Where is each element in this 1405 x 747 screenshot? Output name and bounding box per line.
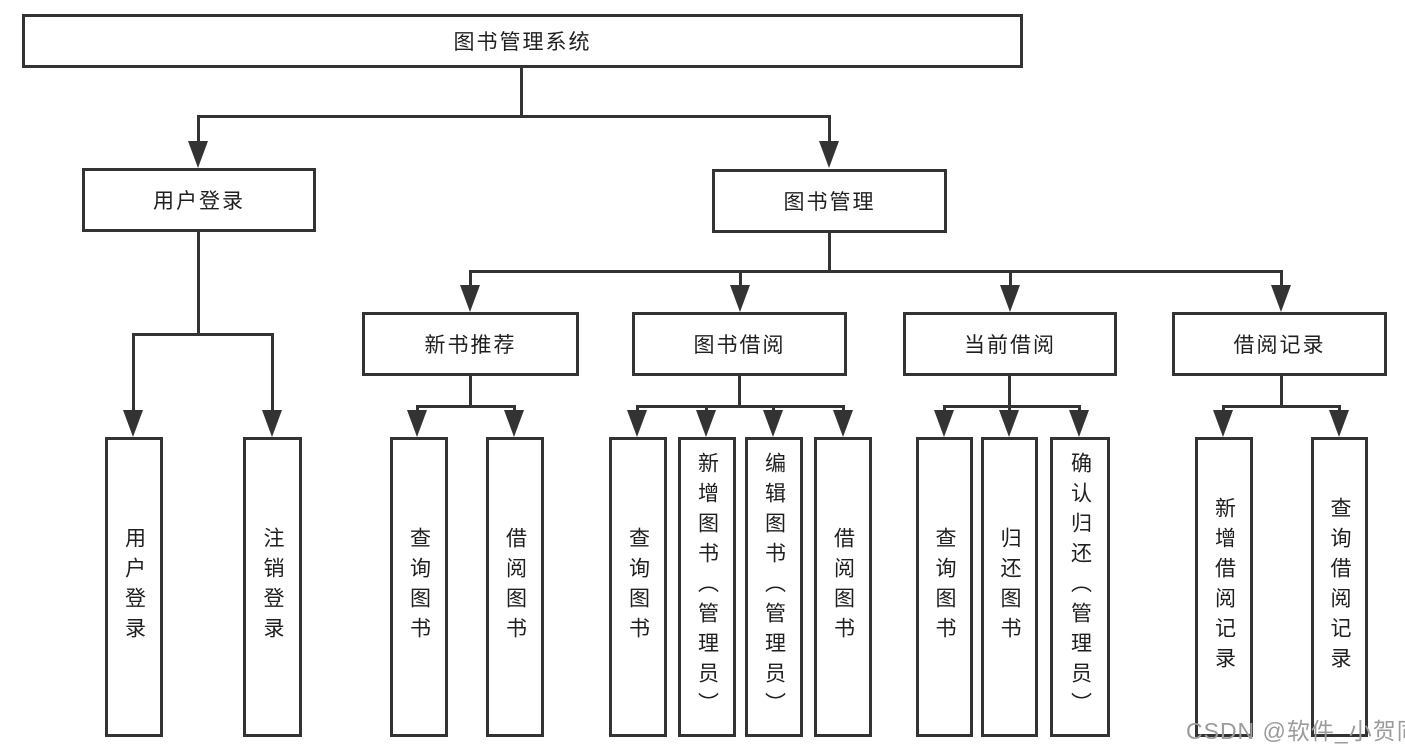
node-book-borrow: 图书借阅 bbox=[632, 312, 847, 376]
node-current-borrow: 当前借阅 bbox=[903, 312, 1117, 376]
connector-root-right-shaft bbox=[828, 115, 831, 145]
leaf-current-confirm-return-admin: 确认归还（管理员） bbox=[1050, 437, 1110, 737]
connector-bookmgmt-shaft-3 bbox=[1009, 270, 1012, 288]
leaf-current-query-books: 查询图书 bbox=[916, 437, 973, 737]
node-borrow-record: 借阅记录 bbox=[1172, 312, 1387, 376]
connector-userlogin-right-shaft bbox=[271, 333, 274, 413]
connector-record-shaft-1 bbox=[1222, 405, 1225, 413]
arrow-down-icon bbox=[819, 141, 839, 168]
node-book-management: 图书管理 bbox=[712, 169, 947, 233]
connector-root-vline bbox=[520, 68, 523, 118]
leaf-borrow-add-books-admin: 新增图书（管理员） bbox=[678, 437, 736, 737]
node-user-login: 用户登录 bbox=[82, 168, 316, 232]
leaf-borrow-edit-books-admin: 编辑图书（管理员） bbox=[745, 437, 803, 737]
connector-bookmgmt-shaft-2 bbox=[739, 270, 742, 288]
connector-bookmgmt-hline bbox=[469, 270, 1283, 273]
arrow-down-icon bbox=[407, 410, 427, 437]
arrow-down-icon bbox=[1213, 410, 1233, 437]
leaf-current-return-books: 归还图书 bbox=[981, 437, 1038, 737]
arrow-down-icon bbox=[763, 410, 783, 437]
leaf-user-login: 用户登录 bbox=[105, 437, 163, 737]
connector-userlogin-vline bbox=[197, 232, 200, 336]
arrow-down-icon bbox=[504, 410, 524, 437]
connector-userlogin-hline bbox=[132, 333, 274, 336]
connector-borrow-hline bbox=[636, 405, 845, 408]
connector-bookmgmt-shaft-4 bbox=[1280, 270, 1283, 288]
connector-current-shaft-2 bbox=[1008, 405, 1011, 413]
arrow-down-icon bbox=[696, 410, 716, 437]
arrow-down-icon bbox=[1069, 410, 1089, 437]
connector-borrow-shaft-2 bbox=[705, 405, 708, 413]
connector-recommend-shaft-2 bbox=[513, 405, 516, 413]
connector-bookmgmt-vline bbox=[828, 233, 831, 273]
leaf-logout: 注销登录 bbox=[243, 437, 302, 737]
connector-current-hline bbox=[943, 405, 1081, 408]
connector-borrow-shaft-3 bbox=[772, 405, 775, 413]
leaf-recommend-borrow-books: 借阅图书 bbox=[486, 437, 544, 737]
connector-current-vline bbox=[1008, 376, 1011, 408]
arrow-down-icon bbox=[1271, 285, 1291, 312]
arrow-down-icon bbox=[1000, 285, 1020, 312]
connector-record-hline bbox=[1222, 405, 1340, 408]
csdn-watermark: CSDN @软件_小贺同学 bbox=[1186, 718, 1405, 744]
connector-root-left-shaft bbox=[197, 115, 200, 145]
connector-recommend-vline bbox=[469, 376, 472, 408]
connector-borrow-vline bbox=[738, 376, 741, 408]
connector-record-vline bbox=[1280, 376, 1283, 408]
arrow-down-icon bbox=[627, 410, 647, 437]
node-new-book-recommend: 新书推荐 bbox=[362, 312, 579, 376]
connector-recommend-shaft-1 bbox=[416, 405, 419, 413]
arrow-down-icon bbox=[123, 410, 143, 437]
node-root: 图书管理系统 bbox=[22, 14, 1023, 68]
arrow-down-icon bbox=[1329, 410, 1349, 437]
connector-recommend-hline bbox=[416, 405, 516, 408]
leaf-record-add-borrow-record: 新增借阅记录 bbox=[1195, 437, 1253, 737]
arrow-down-icon bbox=[999, 410, 1019, 437]
arrow-down-icon bbox=[833, 410, 853, 437]
leaf-borrow-query-books: 查询图书 bbox=[609, 437, 667, 737]
arrow-down-icon bbox=[730, 285, 750, 312]
arrow-down-icon bbox=[262, 410, 282, 437]
connector-borrow-shaft-4 bbox=[842, 405, 845, 413]
connector-bookmgmt-shaft-1 bbox=[469, 270, 472, 288]
arrow-down-icon bbox=[460, 285, 480, 312]
connector-userlogin-left-shaft bbox=[132, 333, 135, 413]
connector-record-shaft-2 bbox=[1338, 405, 1341, 413]
arrow-down-icon bbox=[188, 141, 208, 168]
leaf-recommend-query-books: 查询图书 bbox=[390, 437, 448, 737]
leaf-borrow-borrow-books: 借阅图书 bbox=[814, 437, 872, 737]
connector-current-shaft-3 bbox=[1078, 405, 1081, 413]
connector-borrow-shaft-1 bbox=[636, 405, 639, 413]
connector-root-hline bbox=[197, 115, 831, 118]
arrow-down-icon bbox=[934, 410, 954, 437]
leaf-record-query-borrow-record: 查询借阅记录 bbox=[1311, 437, 1368, 737]
connector-current-shaft-1 bbox=[943, 405, 946, 413]
